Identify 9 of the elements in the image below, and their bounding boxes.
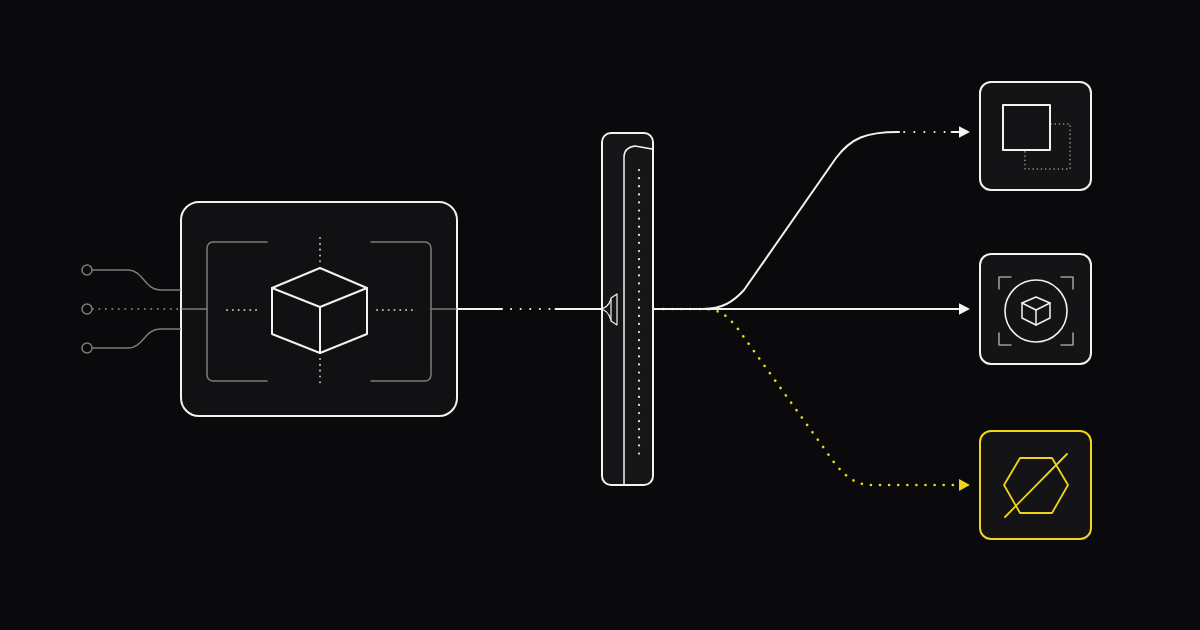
device-box [180,201,458,417]
bar-device [598,132,654,486]
connector-line [92,269,181,291]
connector-line [91,308,181,310]
output-box [979,81,1092,191]
connector-line [457,308,602,310]
output-box [979,430,1092,540]
connector-line [92,328,181,349]
output-box [979,253,1092,365]
